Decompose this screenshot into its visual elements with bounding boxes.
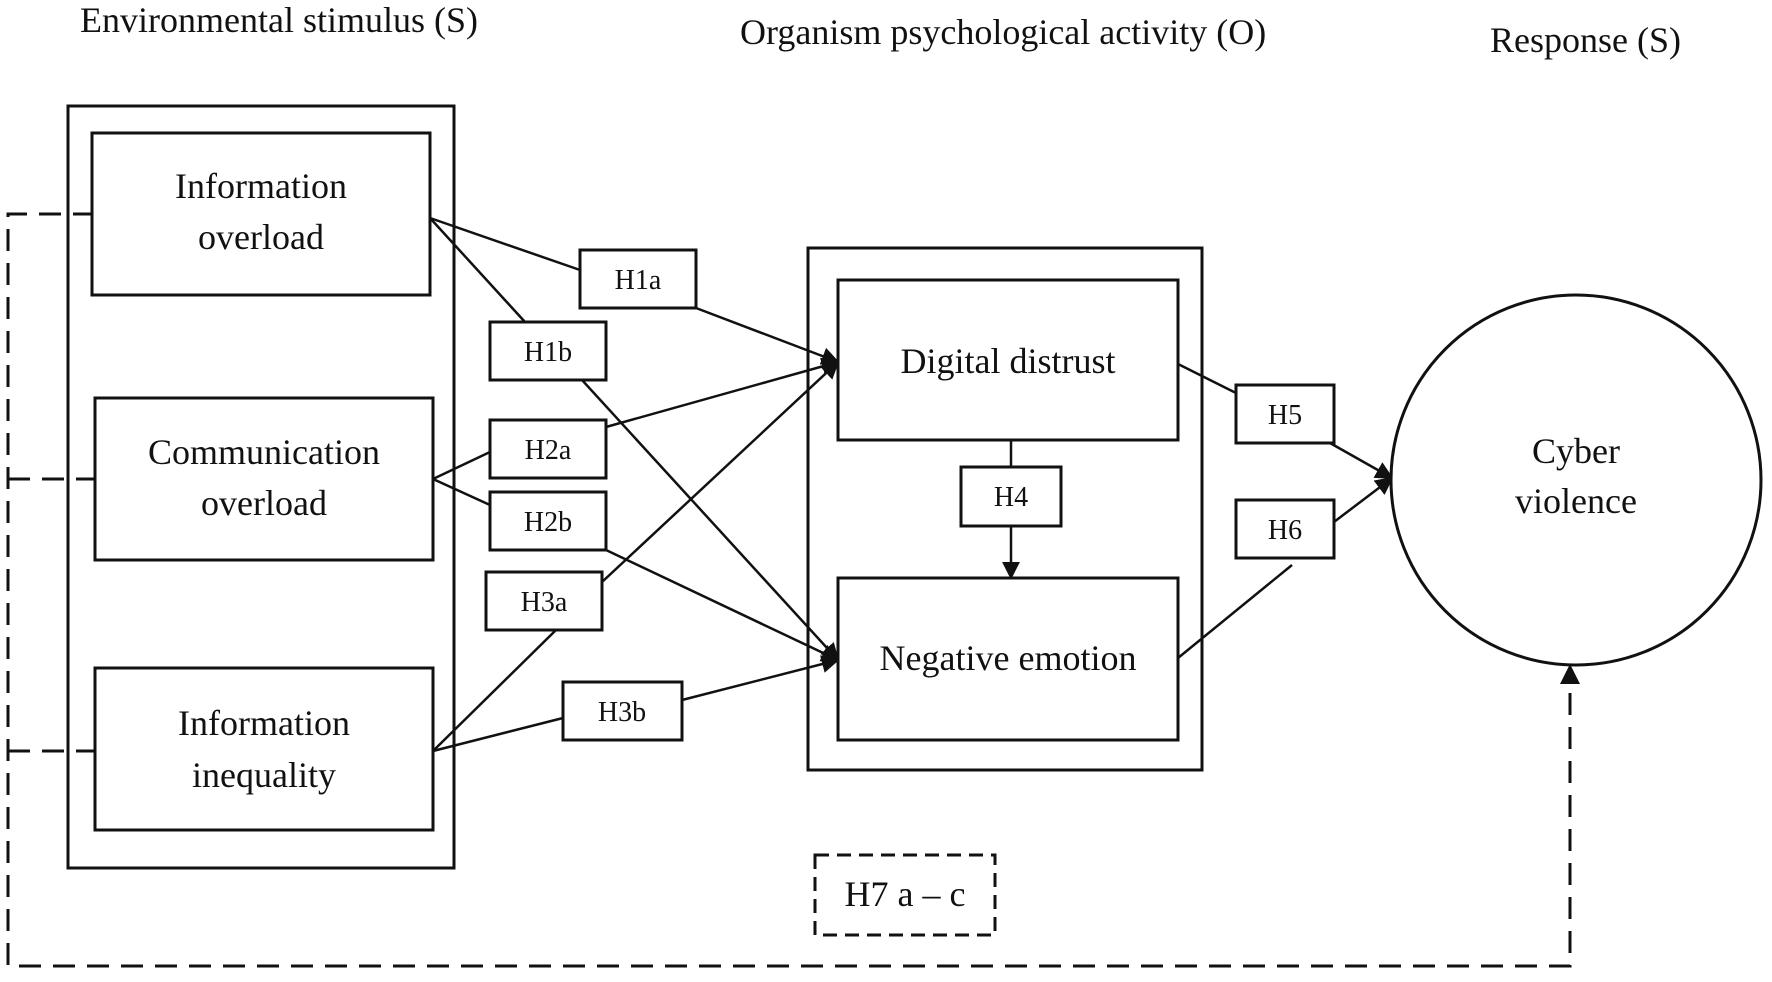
h7-label: H7 a – c	[845, 874, 966, 914]
h2b-label: H2b	[524, 507, 572, 538]
stimulus-frame	[66, 104, 456, 870]
h7-arrowhead-icon	[1560, 664, 1580, 684]
h4-label: H4	[994, 482, 1028, 513]
communication-overload-node: Communication overload	[93, 396, 435, 562]
digital-distrust-node: Digital distrust	[836, 278, 1180, 442]
hypothesis-h7: H7 a – c	[813, 853, 997, 937]
h5-line-in	[1177, 362, 1237, 395]
h2a-line-out	[605, 357, 840, 429]
negative-emotion-node: Negative emotion	[836, 576, 1180, 742]
h1a-line-out	[695, 306, 840, 365]
hypothesis-h2a: H2a	[488, 418, 608, 480]
h2b-line-out	[605, 548, 840, 662]
h3b-line-in	[432, 716, 564, 753]
communication-overload-label-line2: overload	[201, 483, 327, 523]
information-overload-node: Information overload	[90, 131, 432, 297]
cyber-violence-label-line2: violence	[1515, 481, 1637, 521]
information-inequality-label-line2: inequality	[192, 755, 336, 795]
h1a-line-in	[429, 216, 581, 272]
information-inequality-label-line1: Information	[178, 703, 350, 743]
h6-line-in	[1177, 564, 1293, 659]
hypothesis-h6: H6	[1234, 498, 1336, 560]
h6-line-out	[1329, 476, 1394, 526]
h3a-line-in	[432, 629, 557, 752]
hypothesis-h3b: H3b	[561, 680, 684, 742]
hypothesis-h1b: H1b	[488, 320, 608, 382]
hypothesis-h5: H5	[1234, 383, 1336, 445]
h2a-line-in	[432, 450, 491, 481]
response-header: Response (S)	[1490, 20, 1681, 60]
h1b-label: H1b	[524, 337, 572, 368]
cyber-violence-label-line1: Cyber	[1532, 431, 1620, 471]
h3a-line-out	[601, 360, 840, 583]
h7-main-dashed-path	[6, 212, 1572, 968]
organism-frame	[806, 246, 1204, 772]
organism-header: Organism psychological activity (O)	[740, 12, 1266, 52]
h1b-line-out	[581, 379, 840, 662]
information-overload-label-line2: overload	[198, 217, 324, 257]
hypothesis-h2b: H2b	[488, 490, 608, 552]
path-lines	[429, 216, 1394, 753]
stimulus-header: Environmental stimulus (S)	[80, 0, 478, 40]
h3b-label: H3b	[598, 697, 646, 728]
negative-emotion-label: Negative emotion	[880, 638, 1137, 678]
h3b-line-out	[681, 655, 840, 702]
h5-line-out	[1329, 441, 1394, 480]
h3a-label: H3a	[521, 587, 568, 618]
h7-dashed-connectors	[6, 212, 1580, 968]
h6-label: H6	[1268, 515, 1302, 546]
hypothesis-h4: H4	[959, 465, 1063, 528]
hypothesis-h3a: H3a	[484, 570, 604, 632]
communication-overload-label-line1: Communication	[148, 432, 380, 472]
hypothesis-h1a: H1a	[578, 248, 698, 310]
h5-label: H5	[1268, 400, 1302, 431]
digital-distrust-label: Digital distrust	[901, 341, 1116, 381]
information-inequality-node: Information inequality	[93, 666, 435, 832]
h1b-line-in	[429, 217, 526, 323]
cyber-violence-node: Cyber violence	[1389, 293, 1763, 667]
h2b-line-in	[432, 477, 491, 507]
information-overload-label-line1: Information	[175, 166, 347, 206]
h2a-label: H2a	[525, 435, 572, 466]
h1a-label: H1a	[615, 265, 662, 296]
